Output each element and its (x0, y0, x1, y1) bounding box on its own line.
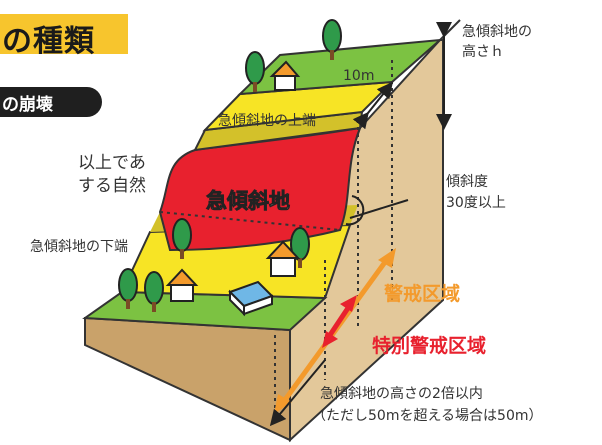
tree-icon (245, 51, 265, 92)
height-label-line2: 高さｈ (462, 43, 504, 60)
bottom-edge-line (159, 211, 341, 231)
slope-label: 急傾斜地 (206, 189, 290, 213)
rule-line2: （ただし50mを超える場合は50m） (312, 408, 542, 424)
height-label-line1: 急傾斜地の (462, 24, 532, 40)
tree-icon (322, 19, 342, 60)
earth-front-face (84, 316, 291, 442)
gradient-label-line1: 傾斜度 (446, 174, 488, 190)
title-highlight (0, 14, 128, 54)
house-icon (269, 60, 301, 91)
page-title: の種類 (2, 24, 95, 59)
top-edge-label: 急傾斜地の上端 (218, 113, 316, 129)
special-zone-label: 特別警戒区域 (372, 334, 486, 357)
slope-face (158, 126, 362, 252)
body-text-line-2: する自然 (78, 176, 146, 196)
building-icon (228, 280, 274, 317)
tree-icon (144, 271, 164, 312)
tree-icon (118, 268, 138, 309)
subtitle-pill-label: の崩壊 (2, 95, 53, 115)
bottom-edge-label: 急傾斜地の下端 (30, 239, 128, 255)
body-text-line-1: 以上であ (78, 153, 146, 173)
gradient-leader (349, 199, 409, 219)
house-icon (165, 268, 199, 302)
warning-zone-label: 警戒区域 (384, 282, 460, 305)
ten-m-label: 10m (343, 68, 374, 84)
rule-line1: 急傾斜地の高さの2倍以内 (320, 385, 483, 402)
ten-meter-arrow (352, 81, 393, 130)
subtitle-pill (0, 87, 102, 117)
house-icon (265, 240, 301, 277)
gradient-label-line2: 30度以上 (446, 195, 506, 211)
tree-icon (290, 227, 310, 268)
tree-icon (172, 218, 192, 259)
rule-arrow (269, 359, 326, 427)
special-zone-arrow (325, 303, 353, 340)
